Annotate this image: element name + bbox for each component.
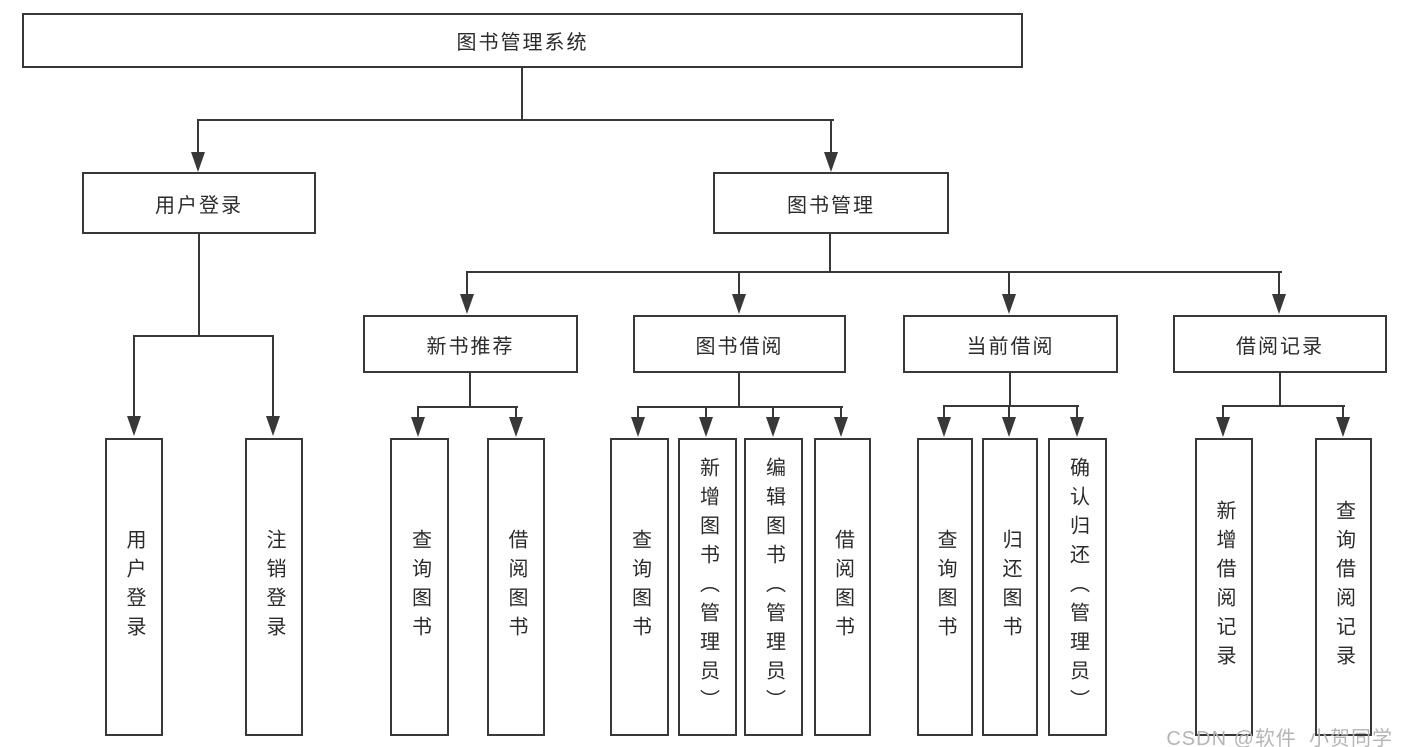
edge-user-login-stem [198, 234, 200, 336]
edge-current-borrow-rail [943, 405, 1079, 407]
edge-to-current-borrow [1008, 273, 1010, 295]
edge-to-leaf-user-login [133, 337, 135, 417]
arrow-down-icon [631, 417, 645, 437]
node-label: 查询图书 [934, 529, 956, 645]
leaf-edit-book-admin: 编辑图书（管理员） [744, 438, 803, 736]
edge-new-book-recommend-rail [417, 406, 518, 408]
node-label: 借阅图书 [831, 529, 854, 645]
node-label: 用户登录 [155, 194, 243, 217]
edge-to-leaf-logout [272, 337, 274, 417]
node-label: 图书管理系统 [456, 32, 589, 54]
arrow-down-icon [1002, 294, 1016, 314]
watermark: CSDN @软件_小贺同学 [1166, 728, 1393, 747]
arrow-down-icon [411, 417, 425, 437]
edge-to-book-borrow [738, 273, 740, 295]
edge-to-leaf [943, 407, 945, 418]
leaf-query-books-current: 查询图书 [917, 438, 973, 736]
edge-user-login-rail [133, 335, 274, 337]
leaf-query-borrow-record: 查询借阅记录 [1315, 438, 1372, 736]
node-label: 注销登录 [263, 529, 285, 645]
arrow-down-icon [1070, 417, 1084, 437]
arrow-down-icon [127, 416, 141, 436]
node-new-book-recommend: 新书推荐 [363, 315, 578, 373]
leaf-user-login: 用户登录 [105, 438, 163, 736]
node-label: 确认归还（管理员） [1066, 456, 1089, 718]
edge-to-leaf [705, 408, 707, 418]
edge-current-borrow-stem [1009, 373, 1011, 406]
edge-to-borrow-record [1278, 273, 1280, 295]
edge-to-new-book-recommend [466, 273, 468, 295]
leaf-add-book-admin: 新增图书（管理员） [678, 438, 737, 736]
leaf-add-borrow-record: 新增借阅记录 [1195, 438, 1253, 736]
node-label: 新增图书（管理员） [696, 456, 719, 718]
node-label: 编辑图书（管理员） [762, 456, 785, 718]
node-label: 用户登录 [123, 529, 145, 645]
edge-to-user-login [197, 121, 199, 153]
edge-root-stem [521, 68, 523, 121]
edge-to-leaf [840, 408, 842, 418]
arrow-down-icon [266, 416, 280, 436]
edge-to-leaf [637, 408, 639, 418]
edge-borrow-record-rail [1222, 405, 1345, 407]
node-label: 图书管理 [787, 194, 875, 217]
edge-to-book-management [830, 121, 832, 153]
arrow-down-icon [766, 417, 780, 437]
node-current-borrow: 当前借阅 [903, 315, 1118, 373]
edge-book-borrow-stem [738, 373, 740, 408]
arrow-down-icon [824, 152, 838, 172]
node-label: 查询借阅记录 [1332, 500, 1355, 674]
edge-to-leaf [772, 408, 774, 418]
leaf-confirm-return-admin: 确认归还（管理员） [1048, 438, 1107, 736]
node-label: 借阅记录 [1236, 335, 1324, 358]
leaf-query-books-recommend: 查询图书 [390, 438, 449, 736]
arrow-down-icon [834, 417, 848, 437]
arrow-down-icon [460, 294, 474, 314]
node-label: 图书借阅 [695, 335, 784, 358]
edge-to-leaf [1076, 407, 1078, 418]
edge-book-management-stem [829, 234, 831, 272]
leaf-borrow-books-recommend: 借阅图书 [487, 438, 545, 736]
edge-borrow-record-stem [1279, 373, 1281, 406]
node-label: 借阅图书 [505, 529, 527, 645]
node-user-login: 用户登录 [82, 172, 316, 234]
node-label: 新增借阅记录 [1213, 500, 1235, 674]
arrow-down-icon [1002, 417, 1016, 437]
edge-to-leaf [1342, 407, 1344, 418]
node-label: 新书推荐 [426, 335, 515, 358]
edge-to-leaf [515, 408, 517, 418]
leaf-return-books: 归还图书 [982, 438, 1038, 736]
edge-to-leaf [1222, 407, 1224, 418]
arrow-down-icon [699, 417, 713, 437]
node-root: 图书管理系统 [22, 13, 1023, 68]
leaf-query-books-borrow: 查询图书 [610, 438, 669, 736]
node-borrow-record: 借阅记录 [1173, 315, 1387, 373]
node-book-management: 图书管理 [713, 172, 949, 234]
arrow-down-icon [732, 294, 746, 314]
arrow-down-icon [1336, 417, 1350, 437]
node-book-borrow: 图书借阅 [633, 315, 846, 373]
edge-level2-rail [197, 119, 834, 121]
arrow-down-icon [1272, 294, 1286, 314]
arrow-down-icon [509, 417, 523, 437]
node-label: 查询图书 [408, 529, 431, 645]
leaf-logout: 注销登录 [245, 438, 303, 736]
arrow-down-icon [937, 417, 951, 437]
node-label: 当前借阅 [966, 335, 1055, 358]
edge-new-book-recommend-stem [469, 373, 471, 408]
edge-to-leaf [1008, 407, 1010, 418]
edge-to-leaf [417, 408, 419, 418]
edge-book-borrow-rail [637, 406, 843, 408]
leaf-borrow-books: 借阅图书 [814, 438, 871, 736]
node-label: 归还图书 [999, 529, 1021, 645]
arrow-down-icon [1216, 417, 1230, 437]
node-label: 查询图书 [628, 529, 651, 645]
edge-level3-rail [466, 271, 1282, 273]
arrow-down-icon [191, 152, 205, 172]
